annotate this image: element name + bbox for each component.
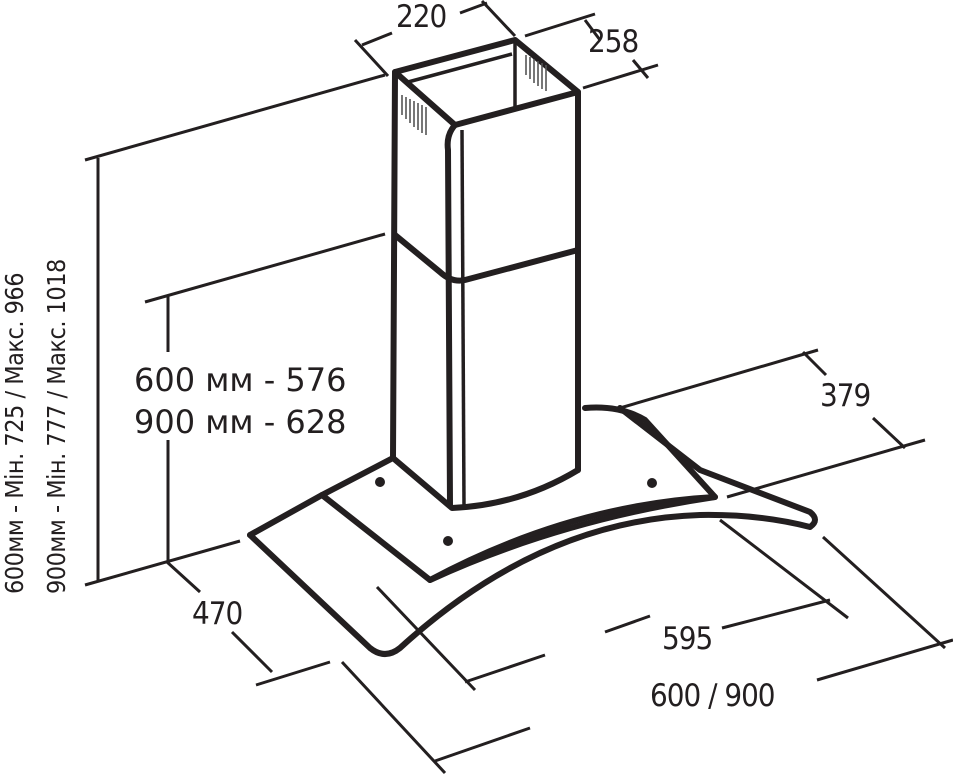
total-height-600-label: 600мм - Мін. 725 / Макс. 966 (0, 272, 29, 594)
body-width-label: 595 (662, 621, 713, 657)
canopy (247, 404, 818, 657)
duct-height-900-label: 900 мм - 628 (134, 403, 347, 441)
chimney-depth-label: 258 (588, 24, 639, 60)
duct-height-600-label: 600 мм - 576 (134, 361, 347, 399)
chimney-width-label: 220 (396, 0, 447, 35)
total-height-900-label: 900мм - Мін. 777 / Макс. 1018 (42, 259, 71, 594)
canopy-depth-bottom-label: 470 (192, 596, 243, 632)
total-width-label: 600 / 900 (650, 678, 776, 714)
vent-left (401, 95, 427, 135)
vent-right (525, 55, 547, 91)
canopy-depth-top-label: 379 (820, 378, 871, 414)
dimension-lines (84, 0, 953, 775)
chimney (390, 37, 581, 511)
